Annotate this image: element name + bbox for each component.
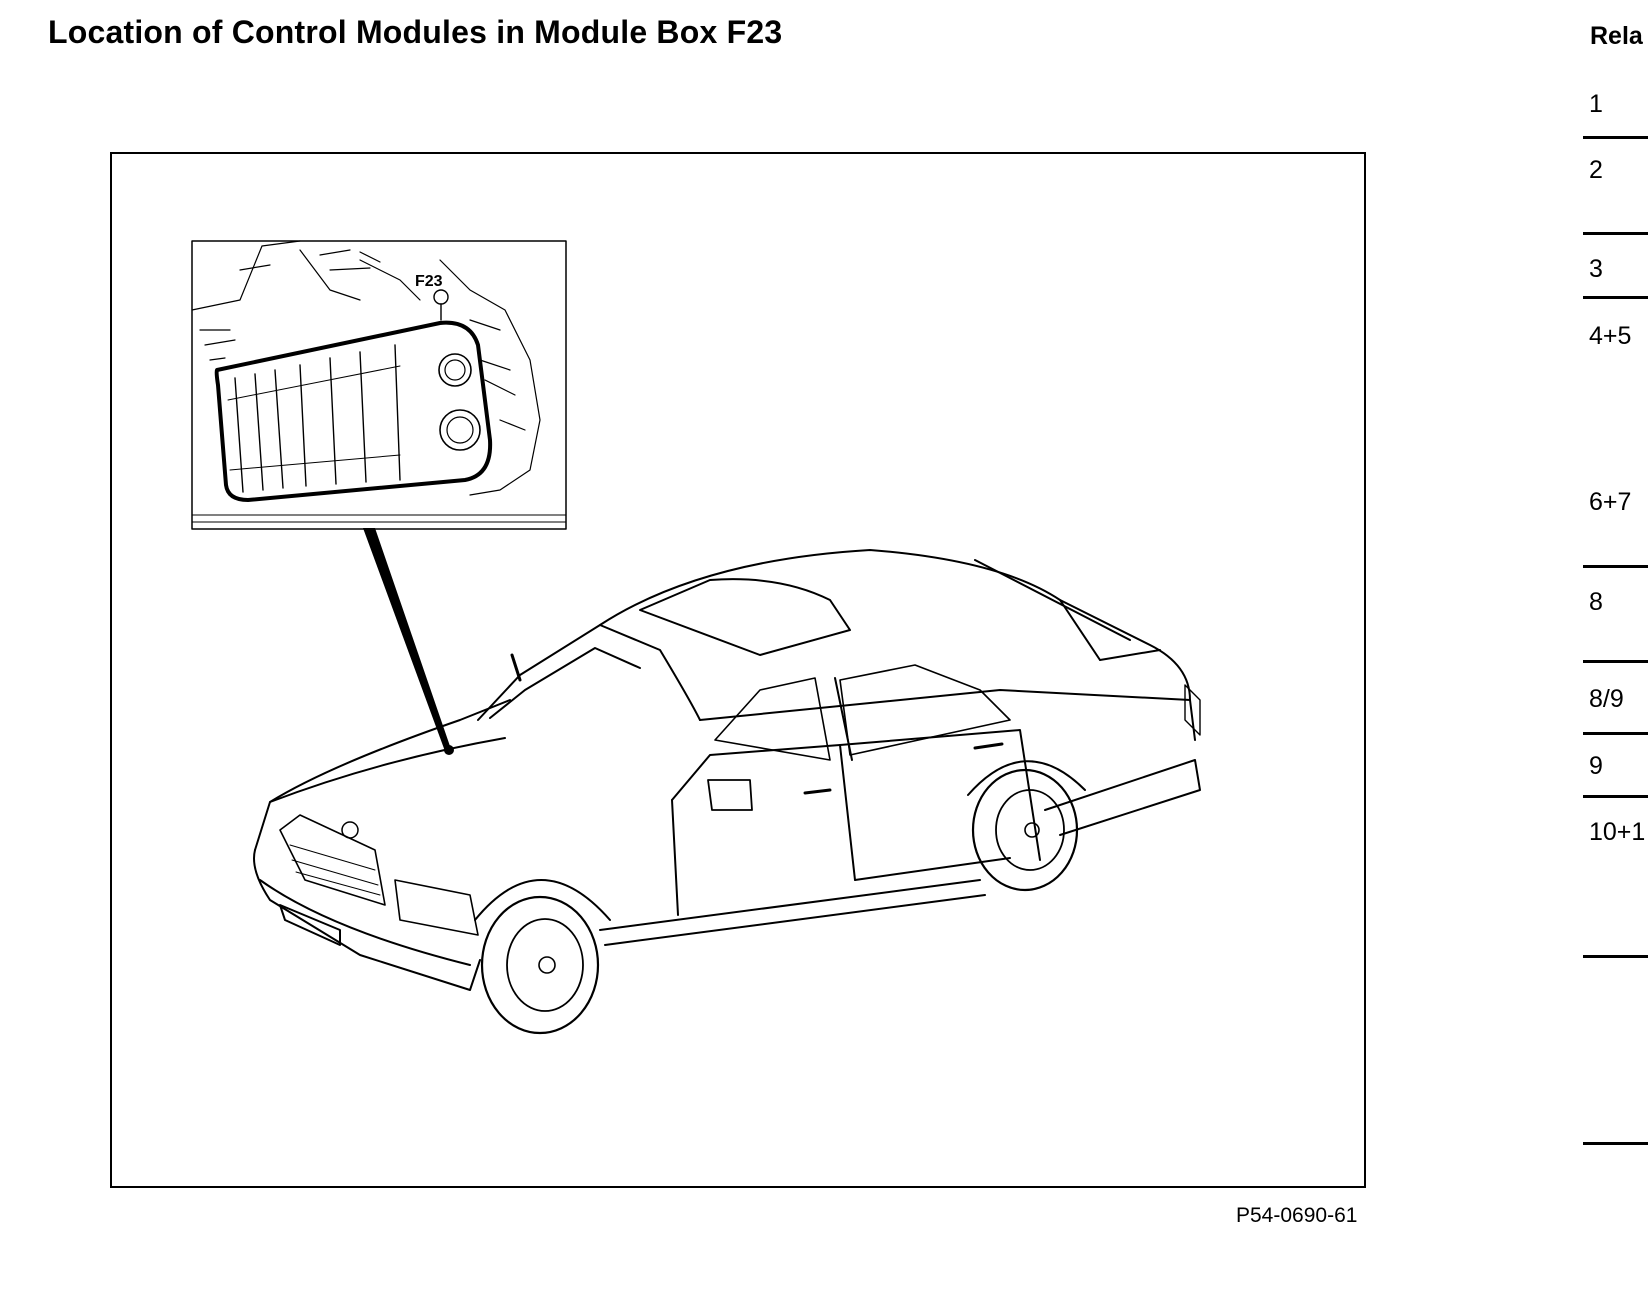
relay-label: 6+7 xyxy=(1589,488,1632,516)
row-divider xyxy=(1583,232,1648,235)
relay-table-header: Rela xyxy=(1590,22,1643,50)
relay-label: 8/9 xyxy=(1589,685,1624,713)
row-divider xyxy=(1583,955,1648,958)
row-divider xyxy=(1583,795,1648,798)
relay-label: 8 xyxy=(1589,588,1603,616)
relay-label: 1 xyxy=(1589,90,1603,118)
row-divider xyxy=(1583,136,1648,139)
callout-pointer xyxy=(363,528,452,754)
row-divider xyxy=(1583,565,1648,568)
row-divider xyxy=(1583,1142,1648,1145)
callout-label: F23 xyxy=(415,273,443,290)
relay-label: 4+5 xyxy=(1589,322,1632,350)
module-box-inset xyxy=(191,240,567,530)
relay-label: 9 xyxy=(1589,752,1603,780)
figure-reference: P54-0690-61 xyxy=(1236,1204,1358,1227)
row-divider xyxy=(1583,660,1648,663)
relay-label: 10+1 xyxy=(1589,818,1646,846)
row-divider xyxy=(1583,296,1648,299)
page-title: Location of Control Modules in Module Bo… xyxy=(48,14,783,50)
figure-frame xyxy=(110,152,1366,1188)
relay-label: 3 xyxy=(1589,255,1603,283)
car-body xyxy=(253,549,1201,1035)
relay-label: 2 xyxy=(1589,156,1603,184)
row-divider xyxy=(1583,732,1648,735)
